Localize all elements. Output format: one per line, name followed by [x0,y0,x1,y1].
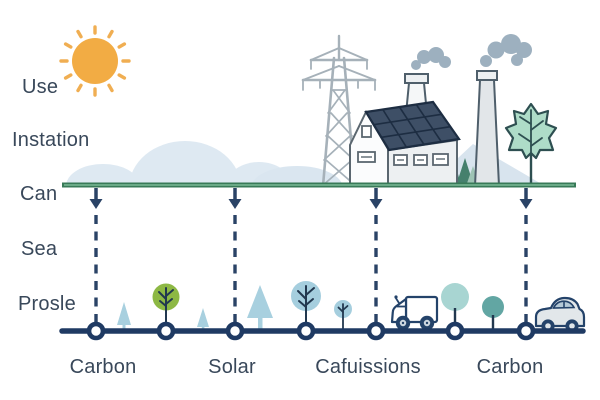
left-label-use: Use [22,76,59,98]
axis-label-carbon-1: Carbon [69,356,137,378]
axis-label-carbon-2: Carbon [476,356,544,378]
triangle-tree-icon [197,308,209,332]
triangle-tree-icon [117,302,131,332]
left-label-prosle: Prosle [18,293,76,315]
round-tree-icon [291,281,321,330]
axis-label-solar: Solar [208,356,256,378]
axis-label-cafuissions: Cafuissions [315,356,421,378]
round-tree-green-icon [152,283,180,326]
solar-roof-house-icon [349,47,461,187]
smoke-icon [480,34,532,67]
left-label-can: Can [20,183,58,205]
down-arrow-icon [228,188,242,322]
smoke-icon [411,47,451,70]
timeline [59,321,586,341]
car-icon [534,296,586,333]
down-arrow-icon [369,188,383,322]
cloud-icon [66,141,332,184]
round-tree-icon [441,283,469,324]
leaf-tree-icon [504,102,558,186]
transmission-tower-icon [301,34,377,188]
down-arrow-connectors [89,188,533,322]
round-tree-icon [334,300,352,330]
smokestack-icon [473,34,532,187]
timeline-node-icon [86,321,536,341]
down-arrow-icon [519,188,533,322]
truck-icon [390,295,439,331]
left-label-instation: Instation [12,129,90,151]
round-tree-teal-icon [482,296,504,329]
sun-icon [59,25,131,97]
solar-panel-icon [364,100,461,152]
triangle-tree-icon [247,285,273,331]
down-arrow-icon [89,188,103,322]
left-label-sea: Sea [21,238,58,260]
